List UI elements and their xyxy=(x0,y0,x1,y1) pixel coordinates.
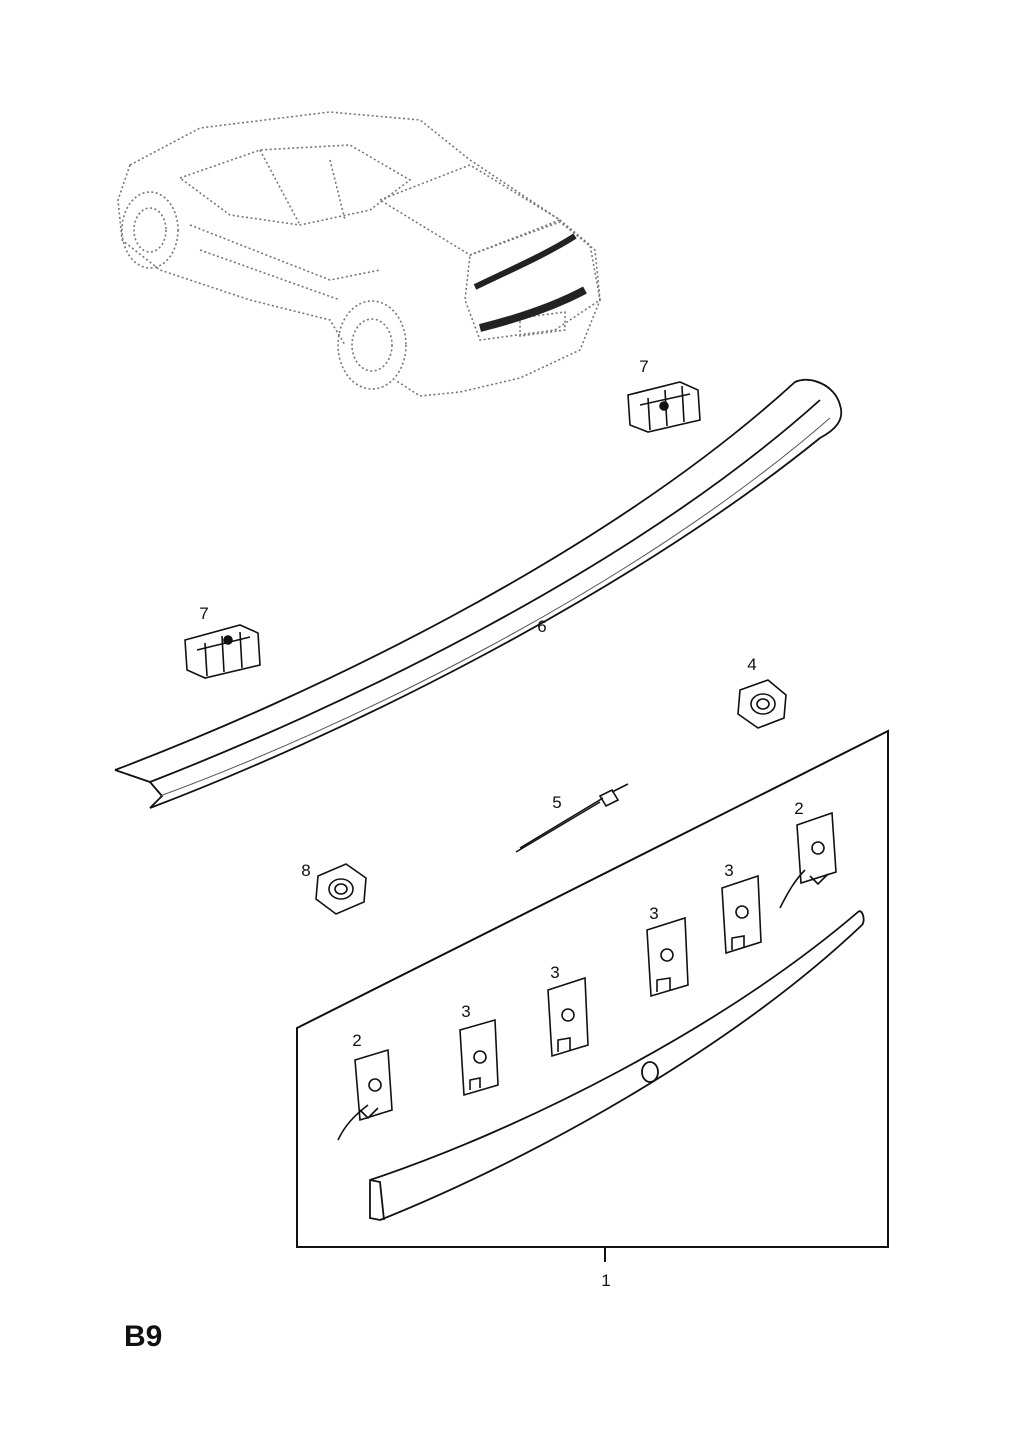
callout-3-3: 3 xyxy=(649,904,659,923)
callout-1: 1 xyxy=(601,1271,611,1290)
callout-2-left: 2 xyxy=(352,1031,362,1050)
trim-moulding-part-6 xyxy=(114,378,843,809)
callout-7-lower: 7 xyxy=(199,604,209,623)
nut-part-4 xyxy=(737,679,787,729)
callout-6: 6 xyxy=(537,617,547,636)
nut-part-8 xyxy=(315,863,367,915)
callout-3-2: 3 xyxy=(550,963,560,982)
callout-7-upper: 7 xyxy=(639,357,649,376)
car-silhouette xyxy=(117,111,601,397)
spring-clip-part-2-left xyxy=(337,1048,393,1141)
callout-3-4: 3 xyxy=(724,861,734,880)
spring-clip-part-3-3 xyxy=(646,916,689,998)
spring-clip-part-3-2 xyxy=(547,976,589,1058)
assembly-box-part-1 xyxy=(296,729,889,1262)
car-trim-lower-highlight xyxy=(479,286,587,332)
clip-part-7-lower xyxy=(184,624,261,679)
page-code: B9 xyxy=(124,1320,163,1353)
car-trim-upper-highlight xyxy=(473,233,577,290)
callout-5: 5 xyxy=(552,793,562,812)
clip-part-7-upper xyxy=(627,381,701,433)
lower-trim-strip xyxy=(369,910,865,1221)
callout-3-1: 3 xyxy=(461,1002,471,1021)
spring-clip-part-3-4 xyxy=(721,874,762,955)
spring-clip-part-3-1 xyxy=(459,1018,499,1097)
spring-clip-part-2-right xyxy=(779,811,837,909)
callout-8: 8 xyxy=(301,861,311,880)
pin-part-5 xyxy=(515,783,629,853)
callout-2-right: 2 xyxy=(794,799,804,818)
callout-4: 4 xyxy=(747,655,757,674)
